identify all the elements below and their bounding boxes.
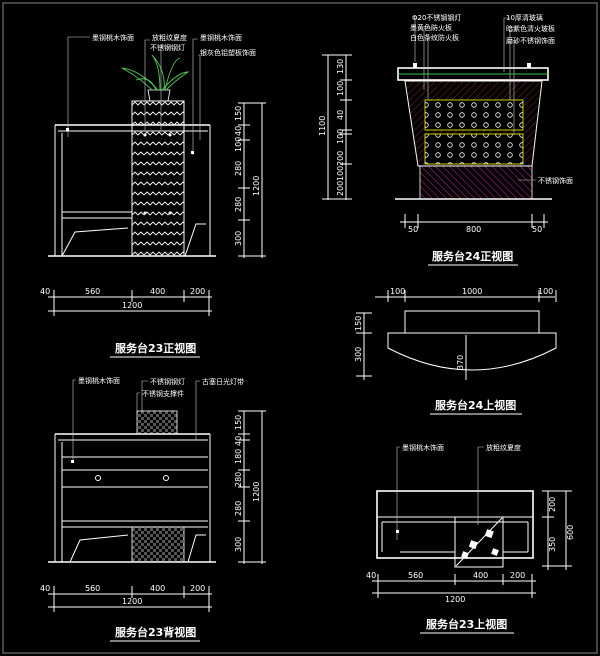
dim-label: 100 <box>336 166 345 181</box>
view-top-24 <box>356 290 557 380</box>
note-label: 放粗纹夏度 <box>486 443 521 452</box>
dim-label: 40 <box>40 584 50 593</box>
dim-label: 560 <box>85 584 100 593</box>
dim-label: 150 <box>234 415 243 430</box>
dim-label: 560 <box>408 571 423 580</box>
view-title: 服务台23上视图 <box>426 617 507 631</box>
dim-label: 40 <box>234 126 243 136</box>
dim-label: 150 <box>354 316 363 331</box>
dim-label: 40 <box>336 110 345 120</box>
note-label: 白色条纹防火板 <box>410 33 459 42</box>
note-label: 不锈钢钢灯 <box>150 43 185 52</box>
dim-label: 200 <box>510 571 525 580</box>
dim-label: 40 <box>40 287 50 296</box>
dim-label: 280 <box>234 501 243 516</box>
dim-label: 560 <box>85 287 100 296</box>
note-label: 墨钢桃木饰面 <box>78 376 120 385</box>
dim-label: 1200 <box>122 301 142 310</box>
dim-label: 1000 <box>462 287 482 296</box>
note-label: 磨砂不锈钢饰面 <box>506 36 555 45</box>
dim-label: 100 <box>538 287 553 296</box>
dim-label: 400 <box>150 287 165 296</box>
dim-label: 300 <box>234 231 243 246</box>
view-front-24 <box>322 17 552 228</box>
note-label: 放粗纹夏度 <box>152 33 187 42</box>
dim-label: 400 <box>473 571 488 580</box>
dim-label: 1200 <box>252 176 261 196</box>
dim-label: 280 <box>234 197 243 212</box>
note-label: 墨黄色防火板 <box>410 23 452 32</box>
note-label: 不锈钢饰面 <box>538 176 573 185</box>
plant-icon <box>121 54 190 102</box>
dim-label: 180 <box>234 449 243 464</box>
dim-label: 200 <box>336 151 345 166</box>
dim-label: 600 <box>566 525 575 540</box>
dim-label: 50 <box>532 225 542 234</box>
note-label: 10厚清玻璃 <box>506 13 543 22</box>
dim-label: 400 <box>150 584 165 593</box>
note-label: 墨钢桃木饰面 <box>200 33 242 42</box>
dim-label: 1200 <box>252 482 261 502</box>
dim-label: 1200 <box>122 597 142 606</box>
dim-label: 100 <box>234 137 243 152</box>
dim-label: 100 <box>336 81 345 96</box>
dim-label: 350 <box>548 537 557 552</box>
note-label: 墨钢桃木饰面 <box>92 33 134 42</box>
view-title: 服务台24上视图 <box>435 398 516 412</box>
dim-label: 100 <box>336 129 345 144</box>
dim-label: 200 <box>548 497 557 512</box>
note-label: 古塞日光灯带 <box>202 377 244 386</box>
note-label: Φ20不锈钢钢灯 <box>412 13 461 22</box>
dim-label: 370 <box>456 355 465 370</box>
dim-label: 280 <box>234 472 243 487</box>
dim-label: 150 <box>234 106 243 121</box>
note-label: 墨钢桃木饰面 <box>402 443 444 452</box>
dim-label: 300 <box>354 347 363 362</box>
dim-label: 50 <box>408 225 418 234</box>
note-label: 不锈钢支撑件 <box>142 389 184 398</box>
dim-label: 130 <box>336 59 345 74</box>
note-label: 银灰色铝塑板饰面 <box>200 48 256 57</box>
view-title: 服务台23背视图 <box>115 625 196 639</box>
dim-label: 1200 <box>445 595 465 604</box>
dim-label: 200 <box>190 584 205 593</box>
dim-label: 40 <box>234 436 243 446</box>
view-back-23 <box>48 379 266 612</box>
dim-label: 100 <box>390 287 405 296</box>
view-front-23 <box>48 36 266 316</box>
view-title: 服务台23正视图 <box>115 341 196 355</box>
view-top-23 <box>372 446 572 598</box>
note-label: 不锈钢钢灯 <box>150 377 185 386</box>
dim-label: 1100 <box>318 116 327 136</box>
dim-label: 40 <box>366 571 376 580</box>
view-title: 服务台24正视图 <box>432 249 513 263</box>
dim-label: 280 <box>234 161 243 176</box>
dim-label: 300 <box>234 537 243 552</box>
dim-label: 200 <box>336 181 345 196</box>
dim-label: 200 <box>190 287 205 296</box>
note-label: 暗紫色清火玻板 <box>506 24 555 33</box>
dim-label: 800 <box>466 225 481 234</box>
